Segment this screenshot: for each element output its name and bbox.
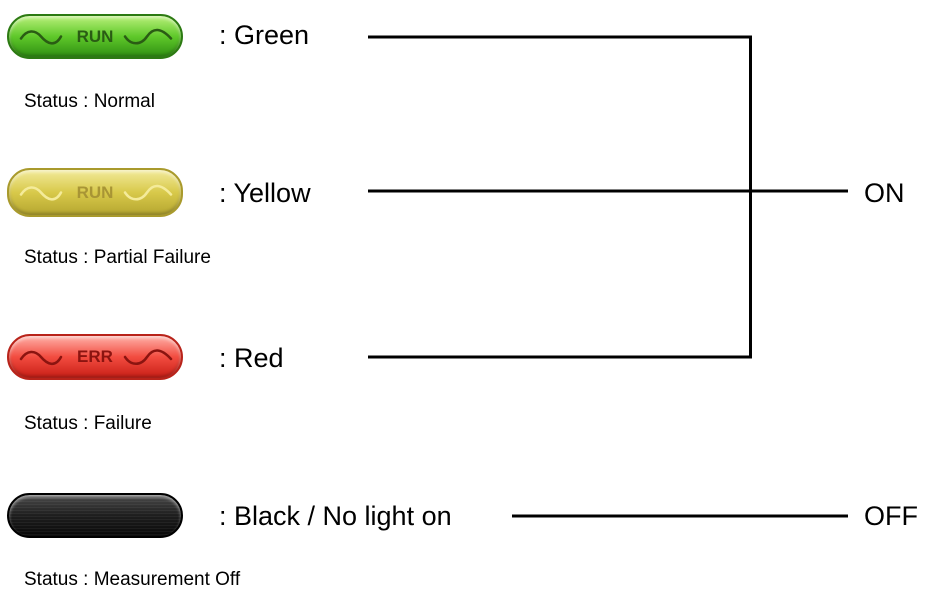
wave-icon bbox=[19, 28, 173, 45]
run-indicator-green: RUN bbox=[7, 14, 183, 59]
status-text-black: Status : Measurement Off bbox=[24, 569, 241, 590]
wave-right bbox=[123, 349, 173, 365]
wave-left bbox=[19, 186, 63, 201]
state-label-on: ON bbox=[864, 178, 905, 208]
wave-icon bbox=[19, 184, 173, 201]
color-label-green: : Green bbox=[219, 20, 310, 50]
wave-icon bbox=[19, 349, 173, 365]
wave-left bbox=[19, 350, 63, 365]
off-indicator-black bbox=[7, 493, 183, 538]
color-label-red: : Red bbox=[219, 343, 284, 373]
wave-right bbox=[123, 28, 173, 45]
indicator-text: ERR bbox=[77, 347, 113, 367]
status-text-yellow: Status : Partial Failure bbox=[24, 247, 211, 268]
color-label-yellow: : Yellow bbox=[219, 178, 311, 208]
indicator-text: RUN bbox=[76, 182, 114, 202]
color-label-black: : Black / No light on bbox=[219, 501, 452, 531]
wave-right bbox=[123, 184, 173, 201]
err-indicator-red: ERR bbox=[7, 334, 183, 380]
status-text-green: Status : Normal bbox=[24, 91, 155, 112]
wave-left bbox=[19, 30, 63, 45]
indicator-sheen bbox=[9, 495, 181, 536]
run-indicator-yellow: RUN bbox=[7, 168, 183, 217]
state-label-off: OFF bbox=[864, 501, 918, 531]
indicator-text: RUN bbox=[76, 26, 114, 46]
status-text-red: Status : Failure bbox=[24, 413, 152, 434]
